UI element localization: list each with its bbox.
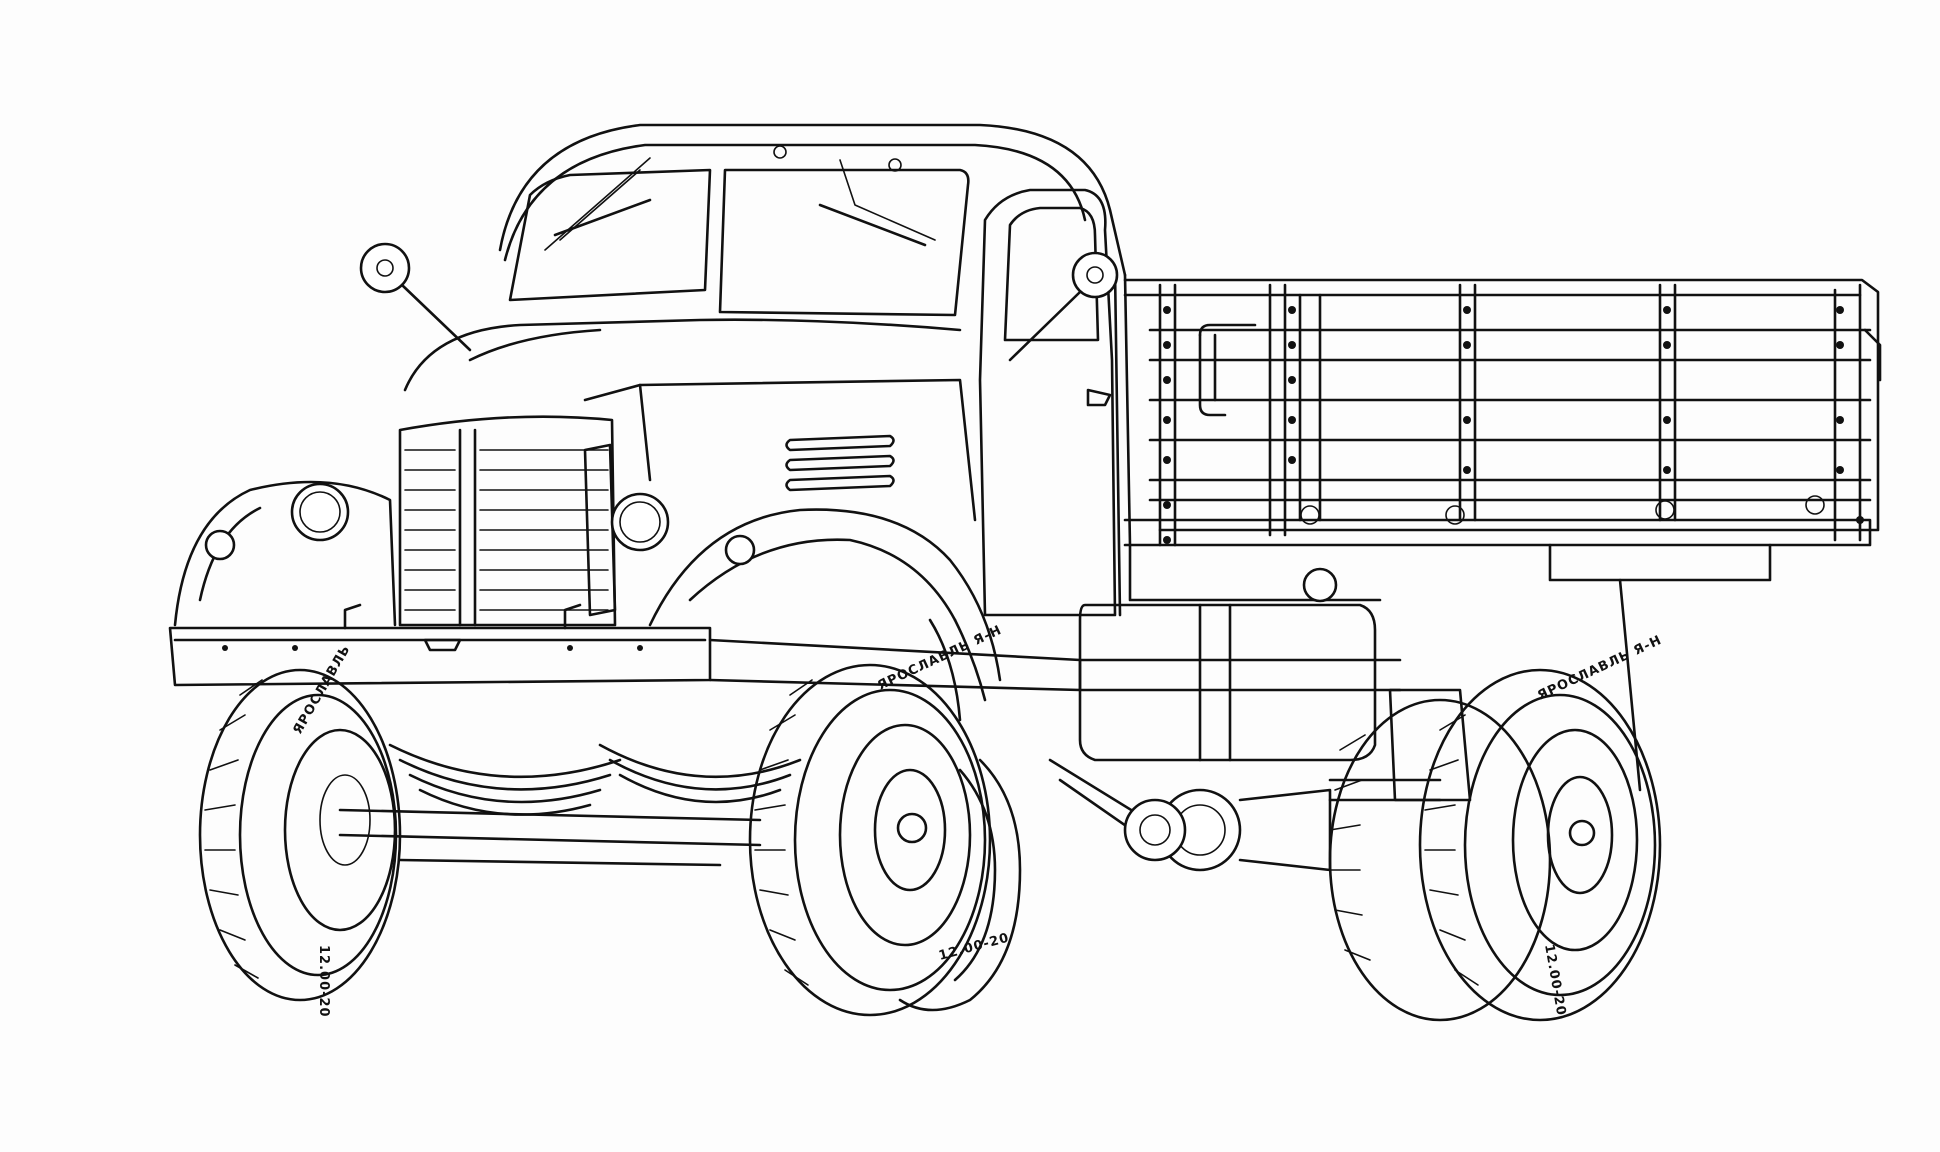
cargo-bed — [1123, 278, 1882, 602]
tire-marking-bottom: 12.00-20 — [1541, 943, 1568, 1017]
front-bumper — [168, 603, 712, 687]
cab — [403, 123, 1132, 617]
cab-door — [978, 188, 1117, 617]
front-leaf-spring — [388, 743, 802, 816]
headlights — [204, 482, 756, 566]
middle-wheel: 12.00-20 — [898, 758, 1022, 1012]
tire-marking-top: ЯРОСЛАВЛЬ Я-Н — [875, 623, 1004, 694]
bed-bolts — [1163, 306, 1864, 544]
mirrors — [359, 242, 1119, 362]
right-marker-light — [724, 534, 756, 566]
chassis — [338, 567, 1642, 872]
grille — [398, 415, 617, 627]
bed-stakes — [1158, 283, 1677, 547]
fenders — [173, 480, 1002, 722]
tire-marking-bottom: 12.00-20 — [316, 945, 331, 1018]
front-left-wheel: ЯРОСЛАВЛЬ 12.00-20 — [198, 642, 402, 1018]
tire-marking-top: ЯРОСЛАВЛЬ — [290, 642, 353, 737]
fuel-tank — [1078, 567, 1377, 762]
left-marker-light — [204, 529, 236, 561]
rear-differential — [1123, 788, 1332, 872]
left-mirror — [359, 242, 411, 294]
right-mirror — [1071, 251, 1119, 299]
hood-louvers — [785, 434, 895, 492]
